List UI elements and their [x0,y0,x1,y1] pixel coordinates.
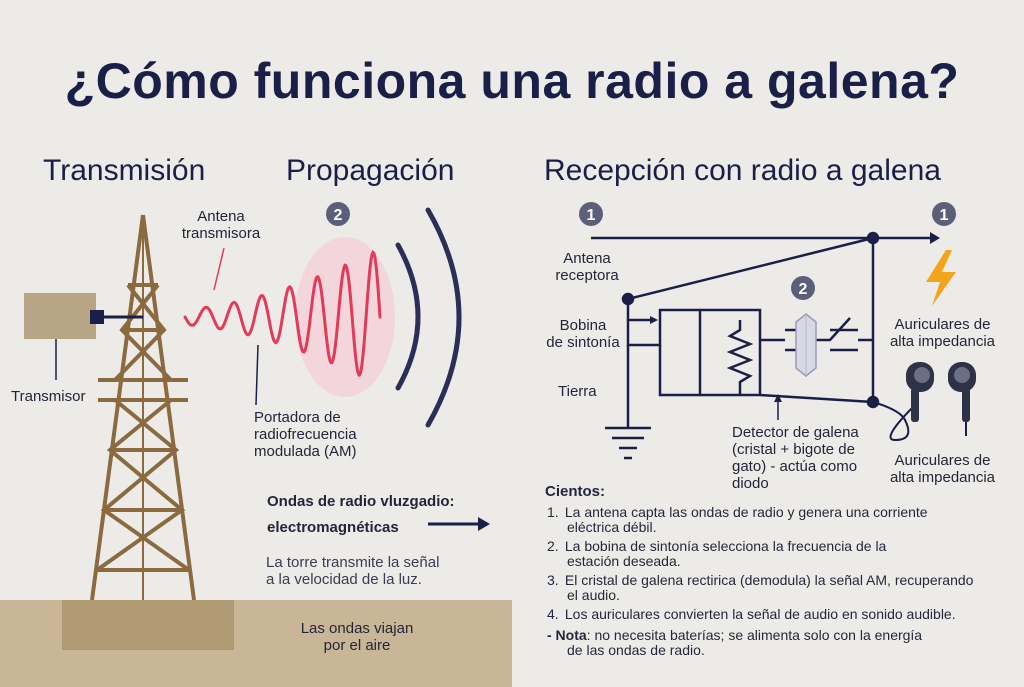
arrow-right-icon [428,517,490,531]
label-auriculares-top: Auriculares de alta impedancia [889,316,996,350]
label-bobina: Bobina de sintonía [546,317,620,351]
badge-recepcion-left: 1 [579,202,603,226]
propagation-arcs [395,207,462,428]
page-title: ¿Cómo funciona una radio a galena? [64,53,960,109]
svg-text:1: 1 [587,207,596,224]
receiver-circuit [591,231,940,460]
transmission-tower [90,214,196,601]
svg-text:2: 2 [799,281,808,298]
label-detector: Detector de galena (cristal + bigote de … [732,424,859,492]
arrow-right-icon [930,232,940,244]
list-item: 2. La bobina de sintonía selecciona la f… [547,538,887,569]
label-auriculares-bottom: Auriculares de alta impedancia [889,452,996,486]
label-antena-receptora: Antena receptora [555,250,619,284]
badge-recepcion-right: 1 [932,202,956,226]
list-item: 1. La antena capta las ondas de radio y … [547,504,928,535]
lightning-icon [926,250,956,306]
section-title-transmision: Transmisión [43,154,206,187]
label-ondas-viajan: Las ondas viajan por el aire [300,620,414,654]
transmitter-connector [90,310,104,324]
coil-icon [726,320,754,395]
transmitter-box [24,293,96,339]
label-portadora: Portadora de radiofrecuencia modulada (A… [254,409,357,460]
carrier-leader [255,344,259,406]
section-title-propagacion: Propagación [286,154,455,187]
label-transmisor: Transmisor [11,388,86,405]
label-torre-text: La torre transmite la señal a la velocid… [266,554,440,588]
badge-propagacion: 2 [326,202,350,226]
note: - Nota: no necesita baterías; se aliment… [547,627,923,658]
earphones-icon [906,362,976,436]
label-tierra: Tierra [558,383,597,400]
antenna-leader [213,247,225,291]
svg-text:1: 1 [940,207,949,224]
label-ondas-title: Ondas de radio vluzgadio: electromagnéti… [267,493,455,536]
list-item: 3. El cristal de galena rectirica (demod… [547,572,974,603]
steps-heading: Cientos: [545,483,605,500]
list-item: 4. Los auriculares convierten la señal d… [547,606,956,622]
tower-base [62,600,234,650]
badge-detector: 2 [791,276,815,300]
am-wave [183,237,395,397]
label-antena-transmisora: Antena transmisora [181,208,261,242]
ground-symbol-icon [605,426,651,460]
section-title-recepcion: Recepción con radio a galena [544,154,941,187]
crystal-icon [795,313,817,377]
steps-list: 1. La antena capta las ondas de radio y … [547,505,1017,662]
svg-text:2: 2 [334,207,343,224]
